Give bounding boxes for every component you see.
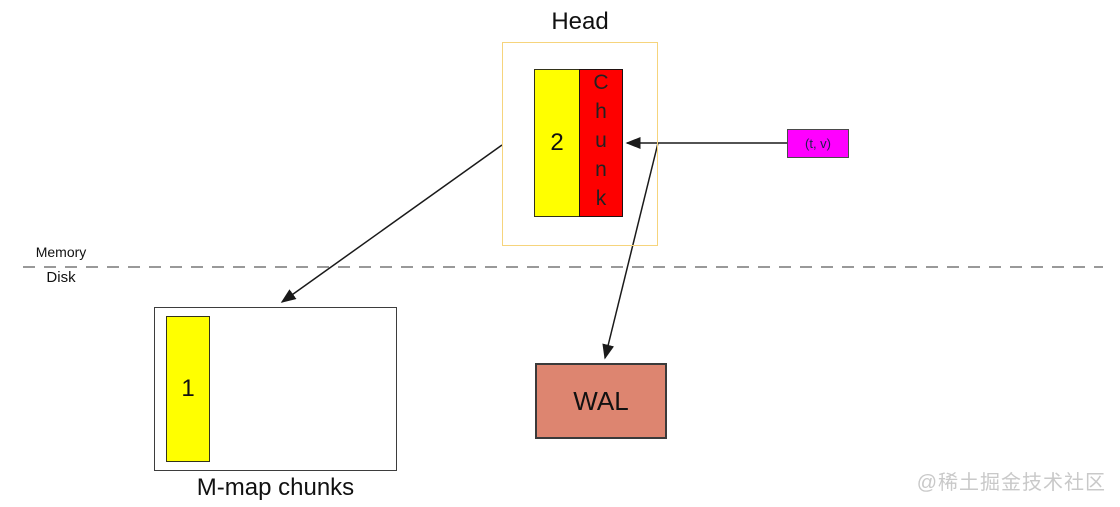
head-chunk-red: Chunk [579,69,623,217]
head-chunk-2: 2 [534,69,580,217]
watermark-text: @稀土掘金技术社区 [916,472,1106,494]
head-chunk-red-label: Chunk [589,70,613,216]
head-title: Head [551,8,609,35]
memory-label: Memory [35,244,87,260]
wal-box: WAL [535,363,667,439]
wal-label: WAL [573,385,629,416]
sample-tv-box: (t, v) [787,129,849,158]
sample-tv-label: (t, v) [805,136,831,151]
mmap-chunk-1-number: 1 [181,375,195,402]
mmap-caption: M-map chunks [196,474,355,501]
disk-label: Disk [46,269,76,286]
mmap-chunk-1: 1 [166,316,210,462]
head-chunk-2-number: 2 [550,129,564,156]
head-container-box [502,42,658,246]
arrow-head-to-mmap [280,144,503,303]
